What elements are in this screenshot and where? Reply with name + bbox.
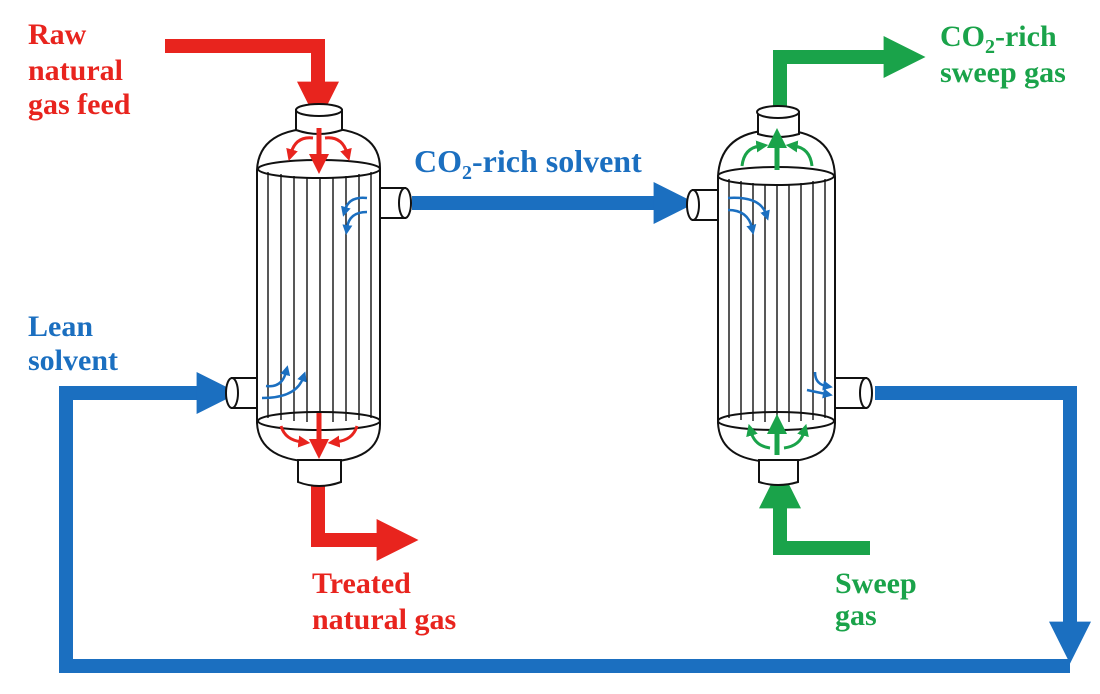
sweep-gas-label-line2: gas — [835, 599, 877, 632]
stripper-sweep-distribution-arrows — [746, 414, 809, 455]
rich-sweep-gas-line — [773, 36, 926, 107]
treated-gas-label-line1: Treated — [312, 567, 411, 600]
lean-solvent-label-line1: Lean — [28, 310, 93, 343]
rich-solvent-label-co: CO — [414, 143, 462, 179]
absorber-gas-distribution-arrows — [286, 128, 352, 174]
absorber-contactor — [225, 103, 412, 487]
lean-solvent-label: Lean solvent — [28, 310, 118, 377]
stripper-fiber-bundle — [728, 179, 826, 422]
absorber-solvent-arrows — [261, 196, 368, 400]
raw-gas-feed-label-line2: natural — [28, 54, 123, 87]
stripper-sweep-collection-arrows — [740, 128, 814, 170]
lean-solvent-return-line — [59, 372, 1070, 673]
lean-solvent-loop-line — [875, 386, 1091, 664]
rich-sweep-gas-label-line2: sweep gas — [940, 56, 1066, 89]
sweep-gas-line — [759, 466, 870, 555]
raw-gas-feed-line — [165, 39, 339, 124]
rich-sweep-gas-label-subscript: 2 — [985, 36, 995, 58]
raw-gas-feed-label: Raw natural gas feed — [28, 18, 131, 121]
treated-gas-line — [311, 486, 419, 561]
rich-sweep-gas-label-line1: CO2-rich — [940, 20, 1057, 58]
stripper-solvent-arrows — [727, 196, 833, 399]
treated-gas-label: Treated natural gas — [312, 567, 456, 636]
rich-sweep-gas-label-co: CO — [940, 20, 985, 53]
absorber-gas-collection-arrows — [279, 413, 359, 459]
rich-sweep-gas-label-rest: -rich — [995, 20, 1057, 53]
raw-gas-feed-label-line1: Raw — [28, 18, 87, 51]
rich-solvent-label-rest: -rich solvent — [472, 143, 642, 179]
lean-solvent-label-line2: solvent — [28, 344, 118, 377]
sweep-gas-label-line1: Sweep — [835, 567, 917, 600]
absorber-fiber-bundle — [267, 172, 372, 422]
rich-solvent-label: CO2-rich solvent — [414, 143, 642, 184]
stripper-contactor — [686, 105, 873, 486]
raw-gas-feed-label-line3: gas feed — [28, 88, 131, 121]
sweep-gas-label: Sweep gas — [835, 567, 917, 632]
rich-sweep-gas-label: CO2-rich sweep gas — [940, 20, 1066, 89]
rich-solvent-label-subscript: 2 — [462, 162, 472, 184]
treated-gas-label-line2: natural gas — [312, 603, 456, 636]
